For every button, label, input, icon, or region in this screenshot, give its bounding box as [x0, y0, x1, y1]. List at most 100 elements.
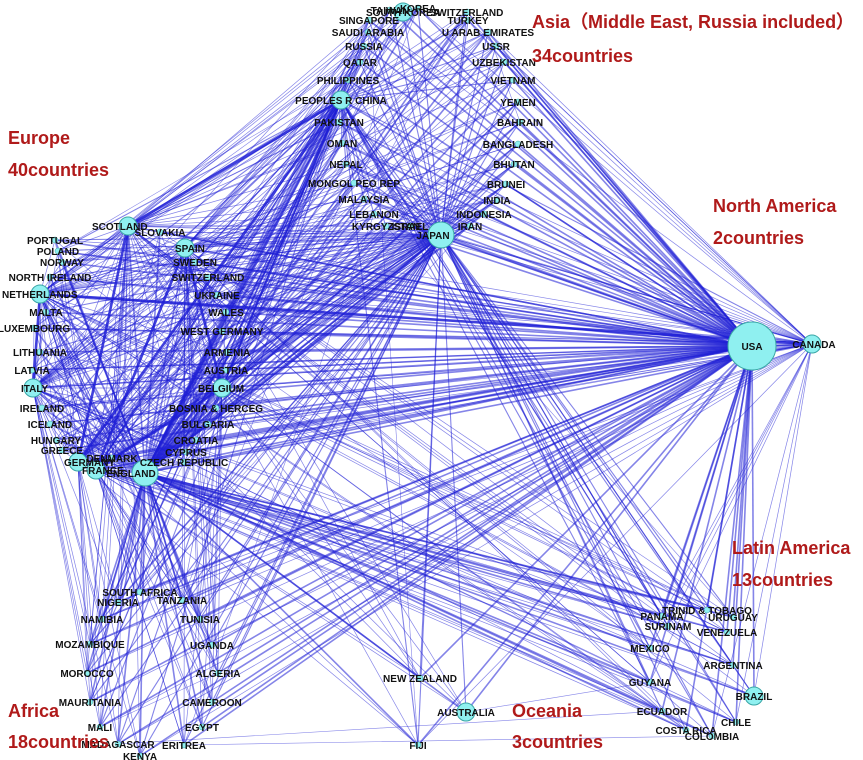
- edge-scotland-italy: [32, 225, 129, 389]
- edge-canada-west_germany: [221, 330, 813, 345]
- node-label-south_korea: SOUTH KOREA: [366, 8, 440, 19]
- edge-germany-surinam: [77, 461, 669, 627]
- edge-canada-vietnam: [512, 79, 813, 345]
- edge-spain-bosnia: [184, 247, 217, 409]
- edge-scotland-kenya: [127, 225, 141, 757]
- region-europe: Europe 40countries: [8, 128, 109, 180]
- edge-canada-nigeria: [117, 343, 813, 603]
- edge-japan-madagascar: [117, 234, 442, 745]
- node-label-brunei: BRUNEI: [487, 180, 526, 191]
- edge-england-algeria: [144, 472, 219, 674]
- node-iran: [466, 222, 474, 230]
- edge-canada-denmark: [111, 343, 813, 459]
- node-label-qatar: QATAR: [343, 58, 378, 69]
- edge-nepal-iran: [345, 163, 471, 227]
- edge-italy-oman: [32, 142, 343, 389]
- node-label-uruguay: URUGUAY: [708, 613, 758, 624]
- edge-france-australia: [95, 469, 467, 713]
- edge-england-brazil: [144, 472, 755, 697]
- edge-netherlands-china: [39, 99, 342, 295]
- node-label-argentina: ARGENTINA: [703, 661, 762, 672]
- node-cameroon: [208, 698, 216, 706]
- edge-italy-uzbekistan: [32, 61, 505, 389]
- edge-scotland-north_ireland: [49, 225, 129, 278]
- region-africa-name: Africa: [8, 701, 60, 721]
- edge-usa-australia: [465, 345, 753, 713]
- edge-germany-italy: [32, 387, 79, 463]
- edge-usa-taiwan: [389, 9, 753, 347]
- edge-japan-tanzania: [181, 234, 442, 601]
- edge-scotland-fiji: [127, 225, 419, 746]
- edge-netherlands-australia: [39, 293, 467, 713]
- edge-usa-bosnia: [215, 345, 753, 409]
- edge-canada-fiji: [417, 343, 813, 746]
- node-label-spain: SPAIN: [175, 244, 205, 255]
- node-usa: [727, 321, 777, 371]
- edge-spain-algeria: [184, 247, 219, 674]
- edge-scotland-cyprus: [127, 225, 187, 453]
- node-label-mexico: MEXICO: [630, 644, 670, 655]
- edge-china-colombia: [340, 99, 713, 737]
- node-label-trinidad: TRINID & TOBAGO: [662, 606, 752, 617]
- edge-usa-brazil: [751, 345, 755, 697]
- node-label-fiji: FIJI: [409, 741, 426, 752]
- edge-japan-trinidad: [440, 234, 708, 611]
- edge-belgium-switzerland_top: [221, 11, 468, 389]
- edge-england-switzerland_top: [144, 11, 468, 474]
- node-mauritania: [86, 698, 94, 706]
- node-label-korea: KOREA: [400, 4, 436, 15]
- edge-belgium-norway: [61, 261, 223, 389]
- edge-ecuador-madagascar: [117, 710, 663, 745]
- edge-canada-kenya: [139, 343, 813, 757]
- edge-netherlands-new_zealand: [39, 293, 421, 679]
- node-label-malaysia: MALAYSIA: [338, 195, 389, 206]
- edge-canada-singapore: [368, 19, 813, 345]
- edge-japan-switzerland: [207, 234, 442, 278]
- edge-usa-algeria: [217, 345, 753, 674]
- edge-germany-mali: [77, 461, 101, 728]
- node-denmark: [108, 454, 116, 462]
- node-malaysia: [360, 195, 368, 203]
- edge-usa-armenia: [226, 345, 753, 353]
- region-north-america: North America 2countries: [713, 196, 837, 248]
- node-malta: [42, 308, 50, 316]
- node-france: [86, 460, 106, 480]
- node-label-bhutan: BHUTAN: [493, 160, 534, 171]
- node-label-denmark: DENMARK: [86, 454, 138, 465]
- node-brazil: [744, 686, 764, 706]
- edge-japan-bahrain: [440, 121, 521, 236]
- edge-germany-kenya: [77, 461, 141, 757]
- edge-england-new_zealand: [144, 472, 421, 679]
- edge-canada-latvia: [31, 343, 813, 371]
- edge-belgium-south_korea: [221, 11, 404, 389]
- node-label-norway: NORWAY: [40, 258, 84, 269]
- node-india: [493, 196, 501, 204]
- edge-belgium-taiwan: [221, 9, 391, 389]
- node-eritrea: [180, 741, 188, 749]
- edge-italy-sweden: [32, 261, 196, 389]
- node-label-bulgaria: BULGARIA: [182, 420, 235, 431]
- node-label-greece: GREECE: [41, 446, 84, 457]
- edge-japan-bhutan: [440, 163, 515, 236]
- edge-canada-surinam: [667, 343, 813, 627]
- edge-scotland-ukraine: [127, 225, 218, 296]
- edge-netherlands-uganda: [39, 293, 213, 646]
- edge-japan-surinam: [440, 234, 669, 627]
- edge-usa-mauritania: [89, 345, 753, 703]
- edge-japan-italy: [32, 234, 442, 389]
- node-namibia: [98, 615, 106, 623]
- node-fiji: [414, 741, 422, 749]
- edge-china-scotland: [127, 98, 342, 228]
- node-label-germany: GERMANY: [64, 458, 115, 469]
- edge-belgium-trinidad: [221, 387, 708, 611]
- edge-england-cameroon: [144, 472, 213, 703]
- edge-canada-chile: [735, 343, 813, 723]
- edge-italy-denmark: [32, 387, 113, 459]
- edge-italy-mauritania: [32, 387, 91, 703]
- node-label-croatia: CROATIA: [174, 436, 219, 447]
- node-surinam: [664, 622, 672, 630]
- edge-england-costa_rica: [144, 472, 687, 731]
- region-north-america-count: 2countries: [713, 228, 804, 248]
- node-argentina: [729, 661, 737, 669]
